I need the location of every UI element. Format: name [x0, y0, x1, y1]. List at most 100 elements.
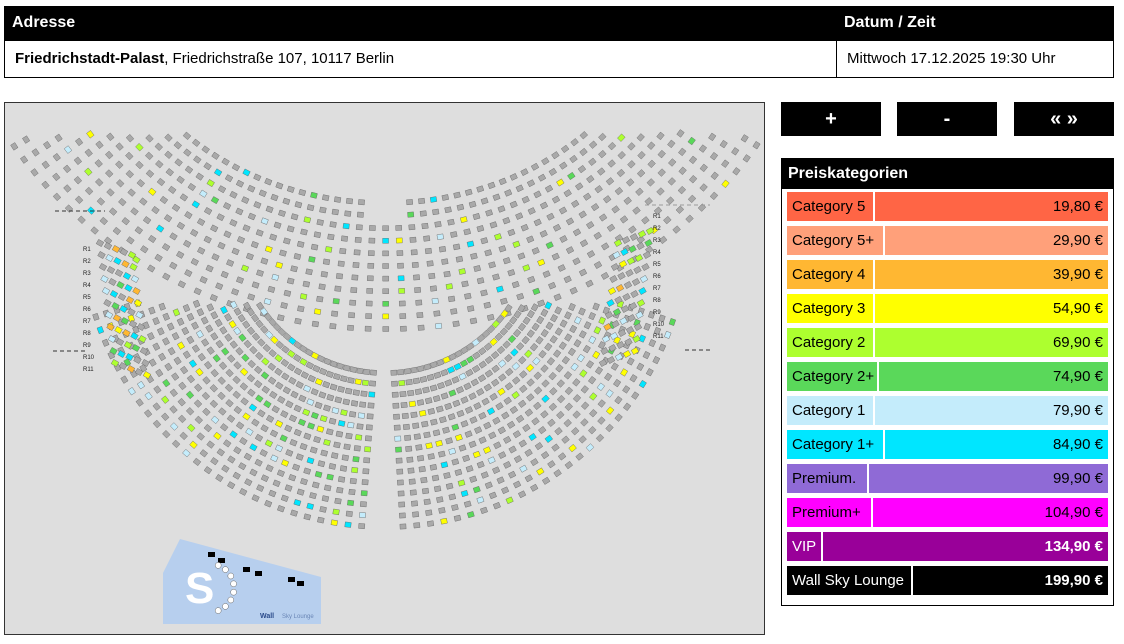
seat[interactable] [357, 412, 365, 419]
seat[interactable] [404, 434, 412, 441]
seat[interactable] [553, 469, 562, 478]
seat[interactable] [495, 402, 504, 411]
seat[interactable] [336, 362, 344, 370]
seat[interactable] [556, 394, 566, 404]
seat[interactable] [394, 435, 402, 442]
seat[interactable] [148, 358, 157, 367]
seat[interactable] [588, 426, 597, 435]
seat[interactable] [169, 232, 178, 241]
seat[interactable] [103, 242, 113, 250]
seat[interactable] [540, 329, 549, 338]
seat[interactable] [358, 199, 365, 206]
seat[interactable] [570, 138, 579, 147]
seat[interactable] [551, 443, 560, 452]
seat[interactable] [163, 214, 173, 223]
seat[interactable] [187, 423, 196, 433]
seat[interactable] [30, 168, 39, 177]
seat[interactable] [233, 405, 242, 415]
seat[interactable] [699, 183, 708, 192]
seat[interactable] [139, 347, 149, 355]
seat[interactable] [500, 309, 509, 318]
seat[interactable] [382, 238, 389, 244]
seat[interactable] [237, 236, 245, 244]
seat[interactable] [201, 145, 210, 154]
seat[interactable] [583, 321, 592, 330]
price-category-row[interactable]: Premium+104,90 € [787, 498, 1108, 527]
seat[interactable] [441, 194, 449, 201]
seat[interactable] [210, 224, 219, 233]
seat[interactable] [221, 157, 230, 166]
lounge-seat[interactable] [243, 567, 250, 572]
seat[interactable] [274, 444, 284, 453]
seat[interactable] [657, 149, 666, 159]
seat[interactable] [275, 261, 284, 269]
seat[interactable] [213, 168, 223, 177]
seat[interactable] [275, 381, 284, 390]
seat[interactable] [498, 373, 507, 382]
seat[interactable] [698, 144, 707, 153]
seat[interactable] [578, 330, 587, 339]
seat[interactable] [328, 463, 337, 470]
seat[interactable] [290, 509, 298, 517]
seat[interactable] [631, 278, 641, 286]
seat[interactable] [334, 396, 343, 404]
seat[interactable] [268, 349, 277, 358]
seat[interactable] [537, 173, 547, 182]
seat[interactable] [226, 414, 236, 423]
seat[interactable] [622, 293, 631, 301]
seat[interactable] [226, 259, 235, 267]
seat[interactable] [255, 319, 264, 329]
seat[interactable] [452, 320, 460, 327]
seat[interactable] [390, 369, 398, 376]
seat[interactable] [619, 215, 629, 224]
seat[interactable] [382, 301, 389, 307]
seat[interactable] [438, 450, 446, 458]
seat[interactable] [442, 426, 450, 434]
seat[interactable] [501, 411, 510, 420]
seat[interactable] [336, 273, 343, 280]
seat[interactable] [317, 460, 326, 468]
seat[interactable] [645, 368, 654, 377]
seat[interactable] [638, 379, 647, 389]
seat[interactable] [517, 252, 526, 260]
seat[interactable] [614, 234, 624, 243]
seat[interactable] [369, 380, 376, 387]
seat[interactable] [424, 397, 433, 405]
seat[interactable] [589, 392, 598, 401]
seat[interactable] [483, 342, 493, 351]
seat[interactable] [288, 336, 297, 346]
seat[interactable] [530, 162, 540, 171]
seat[interactable] [310, 388, 319, 396]
seat[interactable] [172, 308, 181, 317]
seat[interactable] [556, 379, 565, 388]
seat[interactable] [332, 298, 340, 305]
seat[interactable] [359, 512, 366, 519]
seat[interactable] [314, 401, 323, 409]
seat[interactable] [549, 335, 558, 344]
seat[interactable] [360, 490, 368, 497]
seat[interactable] [218, 361, 228, 370]
seat[interactable] [203, 466, 213, 475]
seat[interactable] [336, 487, 344, 494]
seat[interactable] [193, 287, 202, 296]
seat[interactable] [192, 457, 202, 467]
seat[interactable] [277, 327, 287, 337]
seat[interactable] [263, 400, 272, 409]
seat[interactable] [398, 501, 406, 508]
seat[interactable] [526, 235, 535, 244]
seat[interactable] [563, 275, 572, 284]
seat[interactable] [431, 297, 439, 305]
seat[interactable] [606, 356, 616, 364]
seat[interactable] [492, 466, 501, 474]
seat[interactable] [95, 140, 104, 149]
seat[interactable] [235, 179, 245, 188]
seat[interactable] [290, 265, 298, 273]
seat[interactable] [518, 439, 527, 448]
seat[interactable] [407, 467, 415, 474]
seat[interactable] [127, 308, 136, 316]
seat[interactable] [426, 373, 435, 381]
seat[interactable] [195, 330, 204, 339]
seat[interactable] [633, 323, 643, 331]
seat[interactable] [10, 142, 19, 151]
